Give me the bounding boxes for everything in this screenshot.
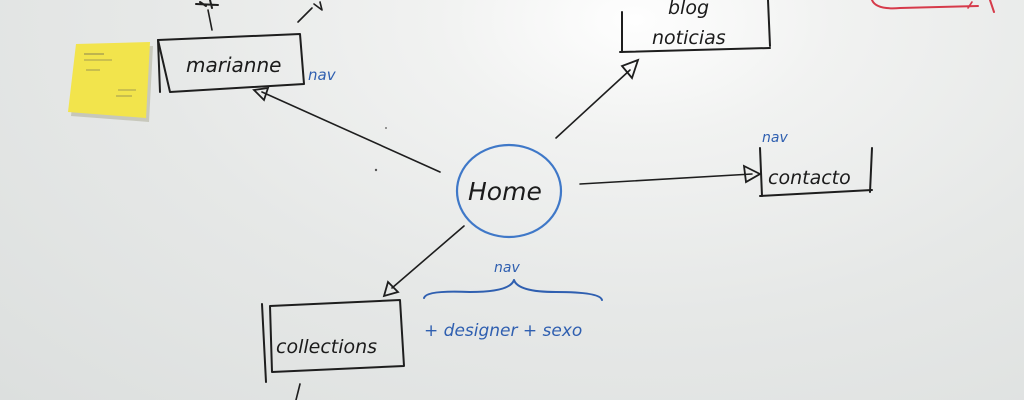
sticky-note [68, 42, 153, 122]
designer-sexo-label: + designer + sexo [424, 321, 582, 341]
red-marks [871, 0, 995, 13]
marianne-node: marianne [157, 33, 305, 93]
partial-scribbles [195, 0, 323, 31]
contacto-nav-label: nav [762, 130, 788, 146]
home-label: Home [468, 177, 542, 206]
arrow-home-to-blog [555, 58, 640, 139]
noticias-label: noticias [652, 27, 726, 49]
contacto-label: contacto [768, 167, 851, 189]
marianne-nav-label: nav [308, 66, 337, 84]
collections-nav-label: nav [494, 260, 520, 276]
collections-label: collections [276, 336, 377, 358]
arrow-home-to-collections [382, 225, 465, 298]
curly-brace [423, 279, 603, 301]
blog-node: blog noticias [619, 0, 771, 53]
arrow-home-to-marianne [252, 86, 441, 173]
arrow-home-to-contacto [579, 164, 762, 185]
blog-label: blog [668, 0, 709, 19]
collections-node: collections [261, 299, 405, 400]
home-node: Home [455, 143, 563, 239]
marianne-label: marianne [186, 53, 281, 77]
contacto-node: contacto [759, 147, 873, 197]
